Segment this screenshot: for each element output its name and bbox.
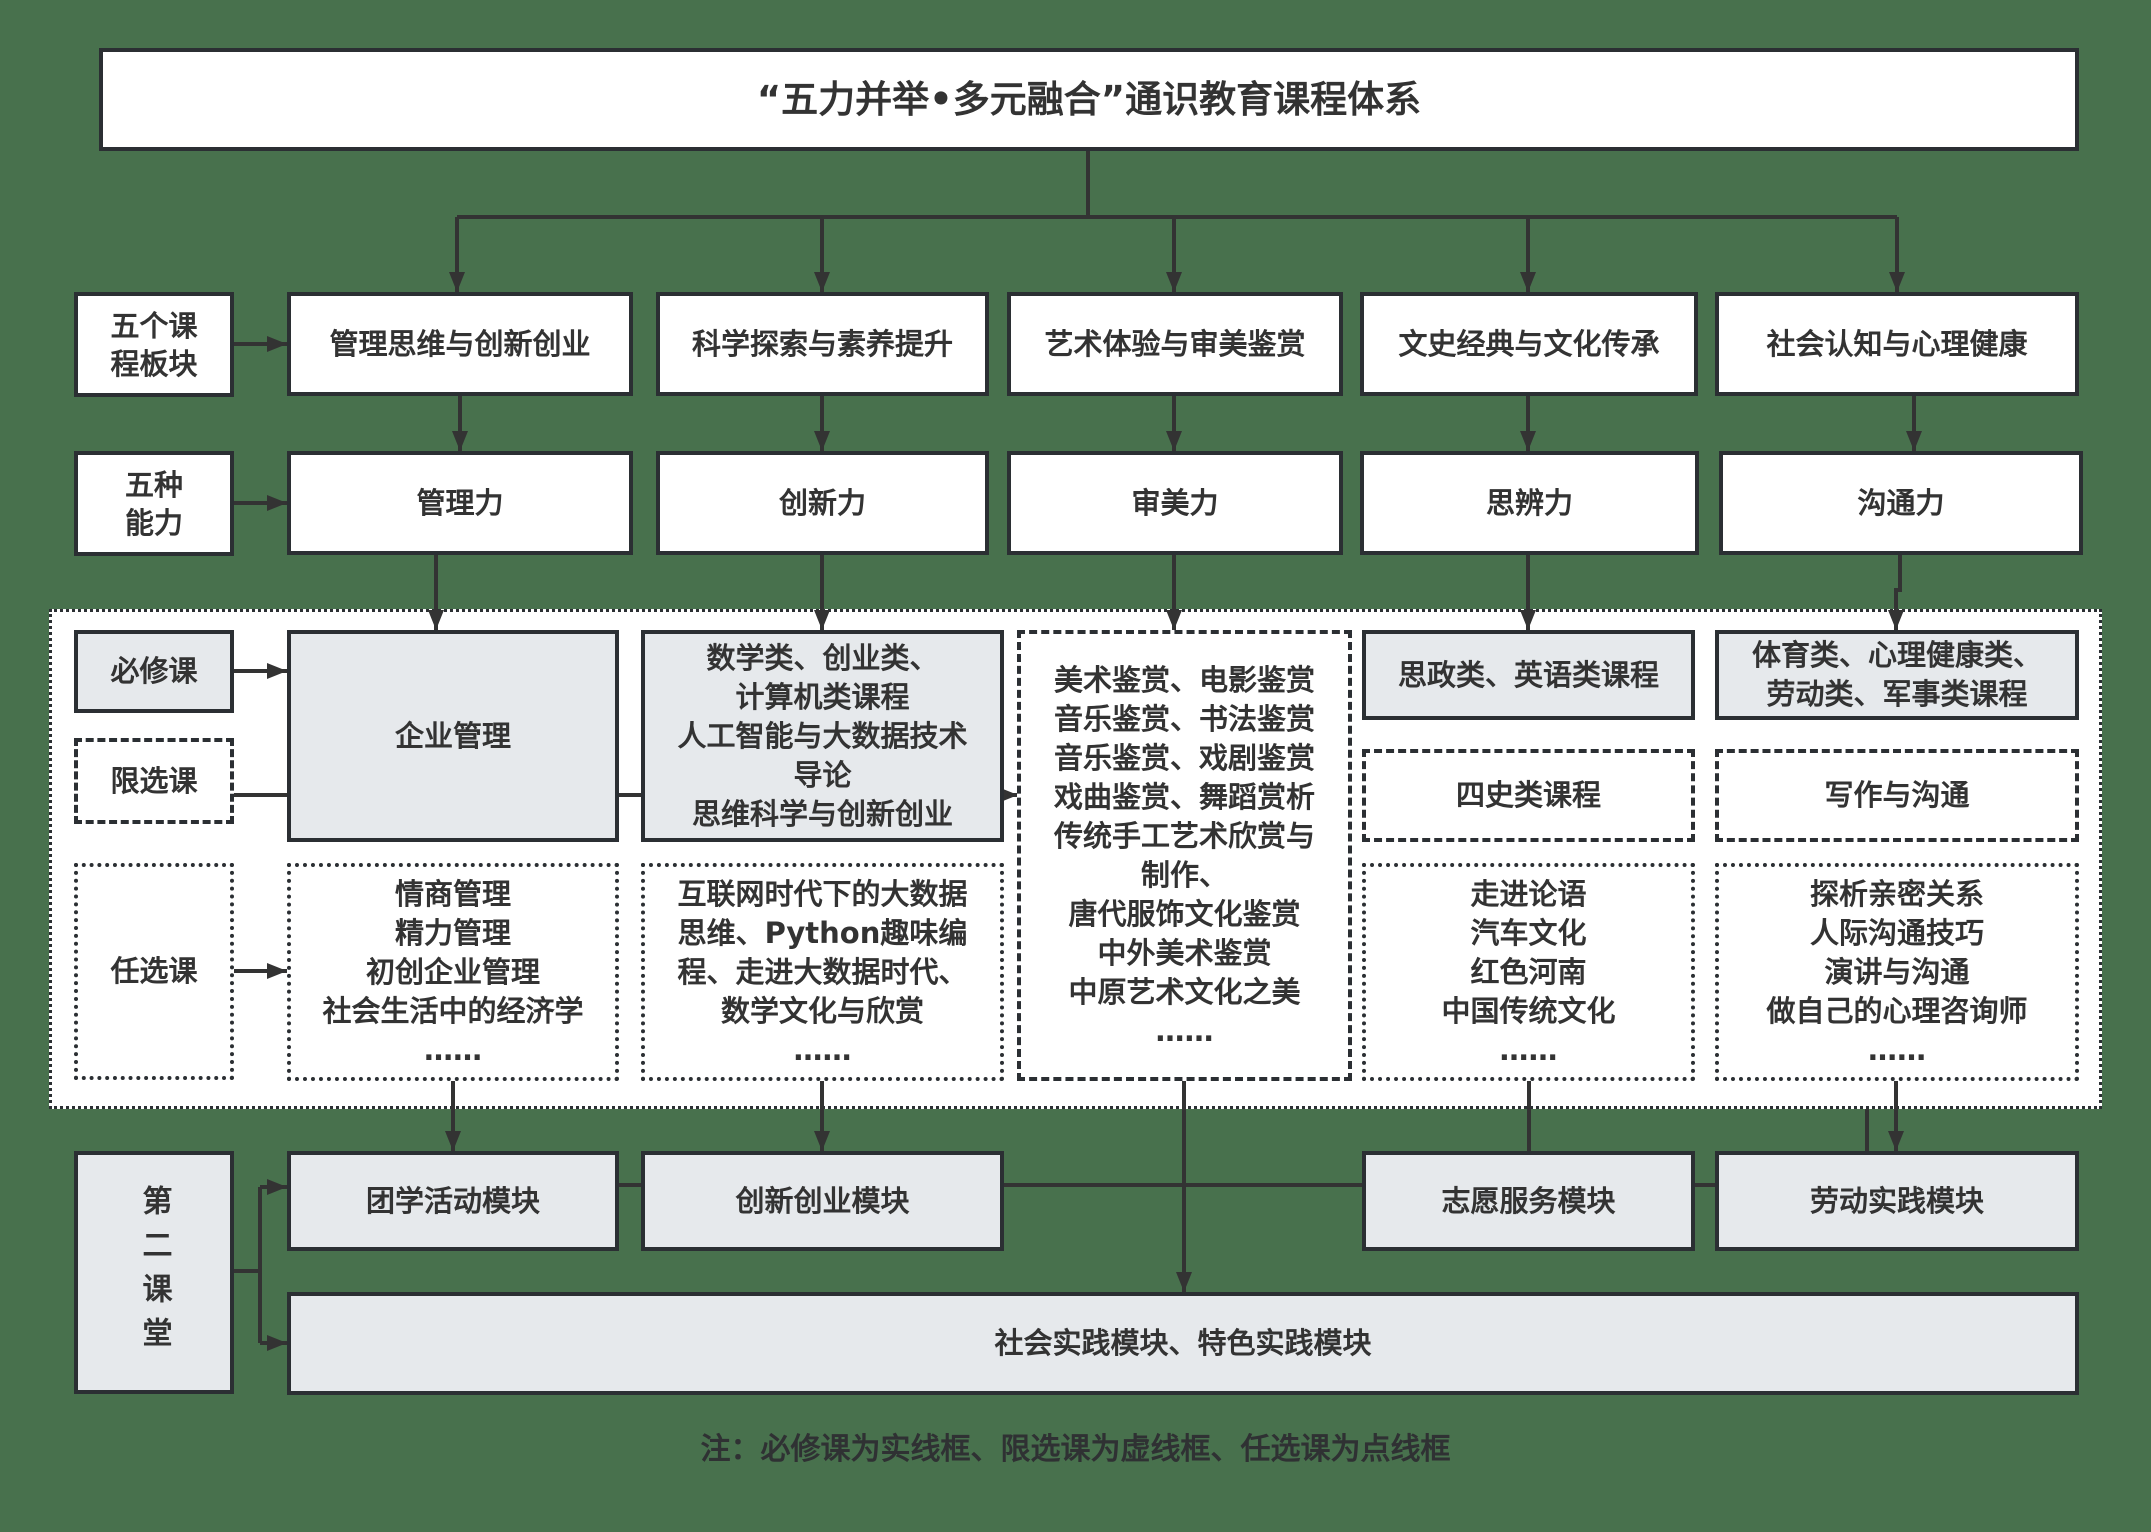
col5-elective-courses: 探析亲密关系 人际沟通技巧 演讲与沟通 做自己的心理咨询师 …… <box>1715 863 2079 1081</box>
module-league-activities: 团学活动模块 <box>287 1151 619 1251</box>
col3-restricted-courses: 美术鉴赏、电影鉴赏 音乐鉴赏、书法鉴赏 音乐鉴赏、戏剧鉴赏 戏曲鉴赏、舞蹈赏析 … <box>1017 630 1352 1081</box>
ability-aesthetics: 审美力 <box>1007 451 1343 555</box>
module-management-innovation: 管理思维与创新创业 <box>287 292 633 396</box>
col5-restricted-courses: 写作与沟通 <box>1715 749 2079 842</box>
module-social-special-practice: 社会实践模块、特色实践模块 <box>287 1292 2079 1395</box>
module-literature-history: 文史经典与文化传承 <box>1360 292 1698 396</box>
module-innovation-entrepreneurship: 创新创业模块 <box>641 1151 1004 1251</box>
module-art-aesthetics: 艺术体验与审美鉴赏 <box>1007 292 1343 396</box>
module-social-psychology: 社会认知与心理健康 <box>1715 292 2079 396</box>
col5-required-courses: 体育类、心理健康类、 劳动类、军事类课程 <box>1715 630 2079 720</box>
ability-innovation: 创新力 <box>656 451 989 555</box>
label-second-classroom: 第二课堂 <box>74 1151 234 1394</box>
ability-management: 管理力 <box>287 451 633 555</box>
legend-note: 注：必修课为实线框、限选课为虚线框、任选课为点线框 <box>700 1432 1451 1467</box>
ability-communication: 沟通力 <box>1719 451 2083 555</box>
module-science-literacy: 科学探索与素养提升 <box>656 292 989 396</box>
col1-required-course: 企业管理 <box>287 630 619 842</box>
col1-elective-courses: 情商管理 精力管理 初创企业管理 社会生活中的经济学 …… <box>287 863 619 1081</box>
module-volunteer-service: 志愿服务模块 <box>1362 1151 1695 1251</box>
row-label-abilities: 五种 能力 <box>74 451 234 556</box>
module-labor-practice: 劳动实践模块 <box>1715 1151 2079 1251</box>
col2-required-courses: 数学类、创业类、 计算机类课程 人工智能与大数据技术 导论 思维科学与创新创业 <box>641 630 1004 842</box>
col2-elective-courses: 互联网时代下的大数据 思维、Python趣味编 程、走进大数据时代、 数学文化与… <box>641 863 1004 1081</box>
label-restricted-electives: 限选课 <box>74 738 234 824</box>
ability-critical-thinking: 思辨力 <box>1360 451 1699 555</box>
label-free-electives: 任选课 <box>74 863 234 1080</box>
col4-restricted-courses: 四史类课程 <box>1362 749 1695 842</box>
col4-elective-courses: 走进论语 汽车文化 红色河南 中国传统文化 …… <box>1362 863 1695 1081</box>
diagram-title: “五力并举•多元融合”通识教育课程体系 <box>99 48 2079 151</box>
label-required-courses: 必修课 <box>74 630 234 713</box>
row-label-modules: 五个课 程板块 <box>74 292 234 397</box>
col4-required-courses: 思政类、英语类课程 <box>1362 630 1695 720</box>
